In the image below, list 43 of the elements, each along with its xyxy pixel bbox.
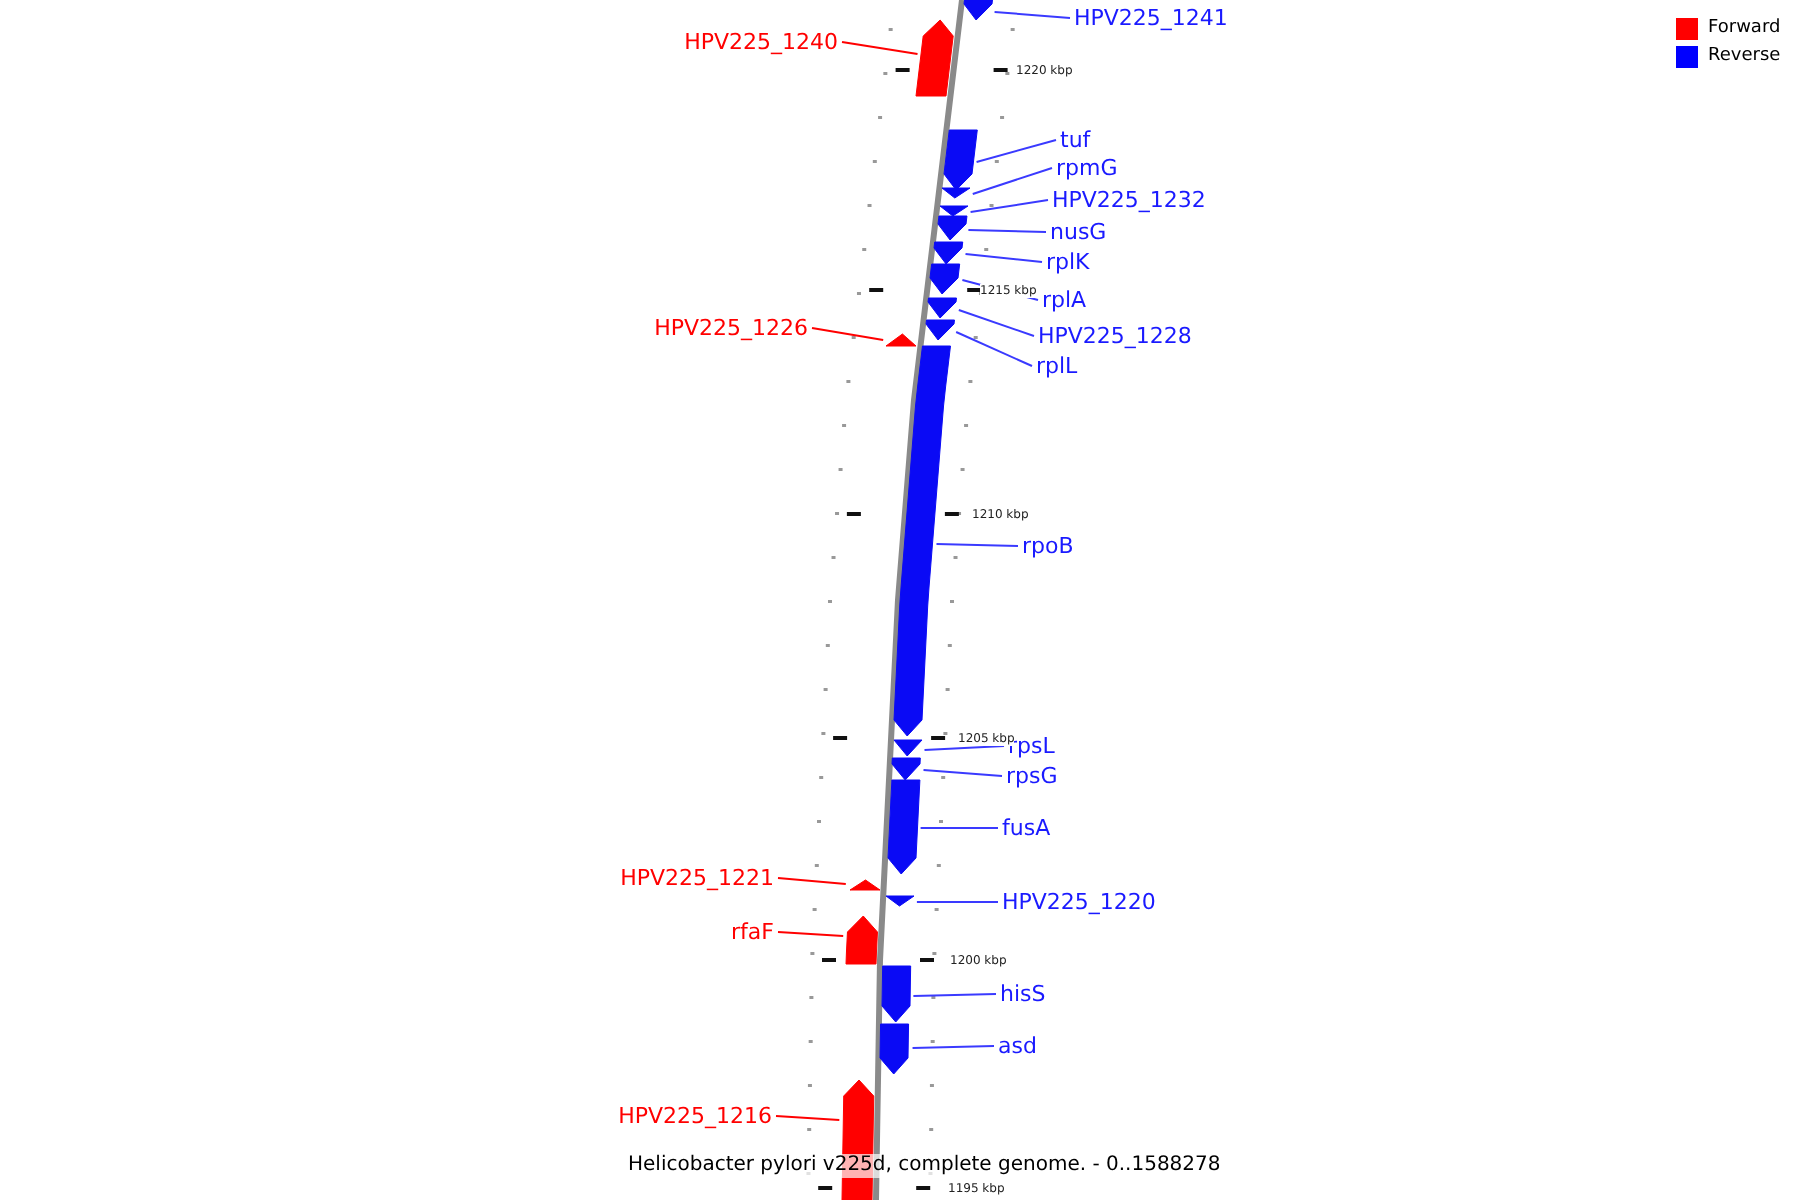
leader-line [993, 11, 1071, 19]
legend-label: Reverse [1708, 46, 1781, 68]
gene-label: rpmG [1056, 155, 1118, 181]
leader-line [935, 543, 1019, 547]
gene-label: rfaF [731, 919, 774, 945]
leader-line [811, 327, 885, 341]
legend-label: Forward [1708, 18, 1781, 40]
gene-label: rplL [1036, 353, 1078, 379]
gene-label: HPV225_1228 [1038, 323, 1192, 349]
gene-label: rplA [1042, 287, 1087, 313]
leader-line [915, 901, 999, 903]
leader-line [964, 253, 1043, 263]
leader-line [775, 1115, 841, 1121]
gene-label: HPV225_1216 [618, 1103, 772, 1129]
gene-label: fusA [1002, 815, 1051, 841]
gene-label: hisS [1000, 981, 1046, 1007]
leader-line [911, 1045, 995, 1049]
gene-label: HPV225_1241 [1074, 5, 1228, 31]
leader-line [923, 745, 1005, 751]
gene-label: HPV225_1221 [620, 865, 774, 891]
leader-line [975, 139, 1057, 163]
gene-label: HPV225_1226 [654, 315, 808, 341]
leader-line [922, 769, 1003, 777]
leader-line [969, 199, 1049, 213]
gene-label: HPV225_1240 [684, 29, 838, 55]
gene-label: rpsG [1006, 763, 1058, 789]
leader-line [957, 309, 1035, 337]
leader-line [777, 877, 847, 885]
gene-label: rpoB [1022, 533, 1074, 559]
leader-line [955, 331, 1033, 367]
leader-line [919, 827, 999, 829]
gene-label: asd [998, 1033, 1037, 1059]
gene-label: rplK [1046, 249, 1090, 275]
gene-label: HPV225_1232 [1052, 187, 1206, 213]
leader-line [912, 993, 997, 997]
gene-label: nusG [1050, 219, 1107, 245]
caption: Helicobacter pylori v225d, complete genome. - 0..1588278 [624, 1154, 1225, 1178]
leader-line [777, 931, 845, 937]
leader-line [841, 41, 919, 55]
gene-label: HPV225_1220 [1002, 889, 1156, 915]
leader-line [971, 167, 1053, 195]
gene-label: tuf [1060, 127, 1091, 153]
leader-line [967, 229, 1047, 233]
